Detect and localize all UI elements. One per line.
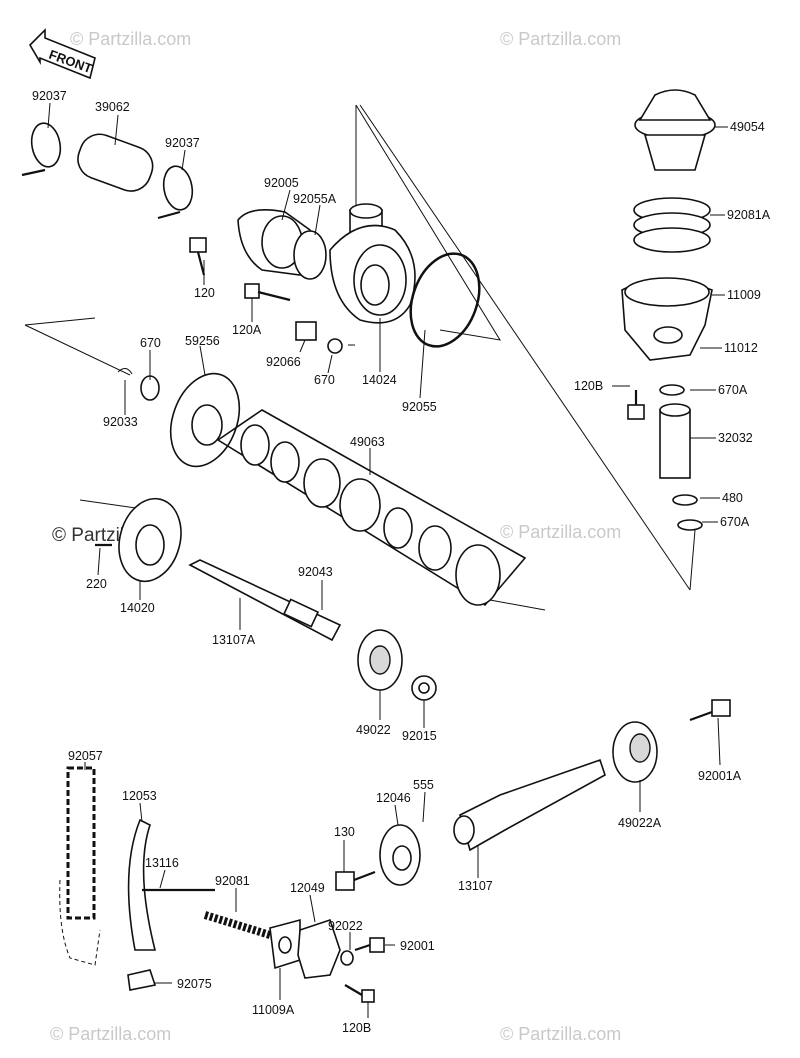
label-120B: 120B	[342, 1021, 371, 1035]
label-59256: 59256	[185, 334, 220, 348]
assembly-line	[24, 317, 96, 326]
label-130: 130	[334, 825, 355, 839]
assembly-line	[489, 599, 546, 611]
label-12049: 12049	[290, 881, 325, 895]
bolt-120B-lower	[344, 984, 375, 1003]
label-670A: 670A	[718, 383, 748, 397]
label-12053: 12053	[122, 789, 157, 803]
sprocket-12046	[379, 824, 421, 886]
label-670: 670	[140, 336, 161, 350]
gear-49022	[357, 629, 403, 691]
label-92075: 92075	[177, 977, 212, 991]
label-49063: 49063	[350, 435, 385, 449]
hose-39062	[21, 122, 194, 220]
shaft-13107	[453, 758, 606, 852]
tensioner-12049	[297, 918, 354, 979]
label-120: 120	[194, 286, 215, 300]
label-92001: 92001	[400, 939, 435, 953]
label-92081A: 92081A	[727, 208, 771, 222]
label-92043: 92043	[298, 565, 333, 579]
label-32032: 32032	[718, 431, 753, 445]
impeller-59256	[117, 368, 241, 468]
label-13107A: 13107A	[212, 633, 256, 647]
housing-14020	[95, 497, 182, 583]
assembly-line	[689, 529, 696, 591]
label-92055: 92055	[402, 400, 437, 414]
shaft-13107A	[188, 559, 342, 642]
watermark: © Partzilla.com	[500, 1024, 621, 1044]
pipe-32032	[659, 403, 703, 531]
label-49022A: 49022A	[618, 816, 662, 830]
bolt-120A	[244, 283, 291, 302]
label-92022: 92022	[328, 919, 363, 933]
label-12046: 12046	[376, 791, 411, 805]
label-120A: 120A	[232, 323, 262, 337]
label-14020: 14020	[120, 601, 155, 615]
label-49022: 49022	[356, 723, 391, 737]
assembly-line	[24, 324, 131, 376]
label-92005: 92005	[264, 176, 299, 190]
bolt-92001	[354, 937, 385, 953]
label-13116: 13116	[145, 856, 179, 870]
watermark: © Partzilla.com	[500, 29, 621, 49]
pump-housing-14024	[329, 203, 481, 348]
watermark: © Partzilla.com	[50, 1024, 171, 1044]
label-92037: 92037	[165, 136, 200, 150]
label-11009: 11009	[727, 288, 761, 302]
label-670A: 670A	[720, 515, 750, 529]
bolt-120B	[627, 390, 645, 420]
thermostat-49054	[634, 89, 716, 171]
label-49054: 49054	[730, 120, 765, 134]
fitting-92066	[295, 321, 343, 354]
label-14024: 14024	[362, 373, 397, 387]
label-92037: 92037	[32, 89, 67, 103]
watermark: © Partzilla.com	[70, 29, 191, 49]
label-92081: 92081	[215, 874, 250, 888]
assembly-line	[359, 104, 691, 591]
leader-lines	[47, 102, 728, 1018]
gear-49022A	[612, 721, 658, 783]
part-labels: 92037 39062 92037 92005 92055A 120 120A …	[32, 89, 771, 1035]
label-92033: 92033	[103, 415, 138, 429]
label-120B: 120B	[574, 379, 603, 393]
label-11009A: 11009A	[252, 1003, 295, 1017]
guide-12053	[127, 818, 157, 951]
label-39062: 39062	[95, 100, 130, 114]
pump-cover-92005	[237, 209, 327, 280]
bolt-130	[335, 870, 376, 891]
spring-92081	[203, 911, 272, 939]
label-11012: 11012	[724, 341, 758, 355]
seal-kit-49063	[216, 409, 527, 607]
gasket-92081A	[633, 197, 711, 253]
label-92015: 92015	[402, 729, 437, 743]
nut-92015	[411, 675, 437, 701]
label-92066: 92066	[266, 355, 301, 369]
label-92057: 92057	[68, 749, 103, 763]
label-670: 670	[314, 373, 335, 387]
assembly-line	[355, 104, 501, 341]
label-13107: 13107	[458, 879, 493, 893]
label-92055A: 92055A	[293, 192, 337, 206]
label-555: 555	[413, 778, 434, 792]
chain-92057	[59, 766, 101, 966]
label-480: 480	[722, 491, 743, 505]
bolt-120	[189, 237, 207, 276]
gasket-11009A	[269, 918, 301, 970]
clip-92075	[127, 969, 157, 991]
watermark: © Partzilla.com	[500, 522, 621, 542]
label-220: 220	[86, 577, 107, 591]
bolt-92001A	[689, 699, 731, 722]
label-92001A: 92001A	[698, 769, 742, 783]
thermostat-housing-11012	[621, 277, 713, 396]
